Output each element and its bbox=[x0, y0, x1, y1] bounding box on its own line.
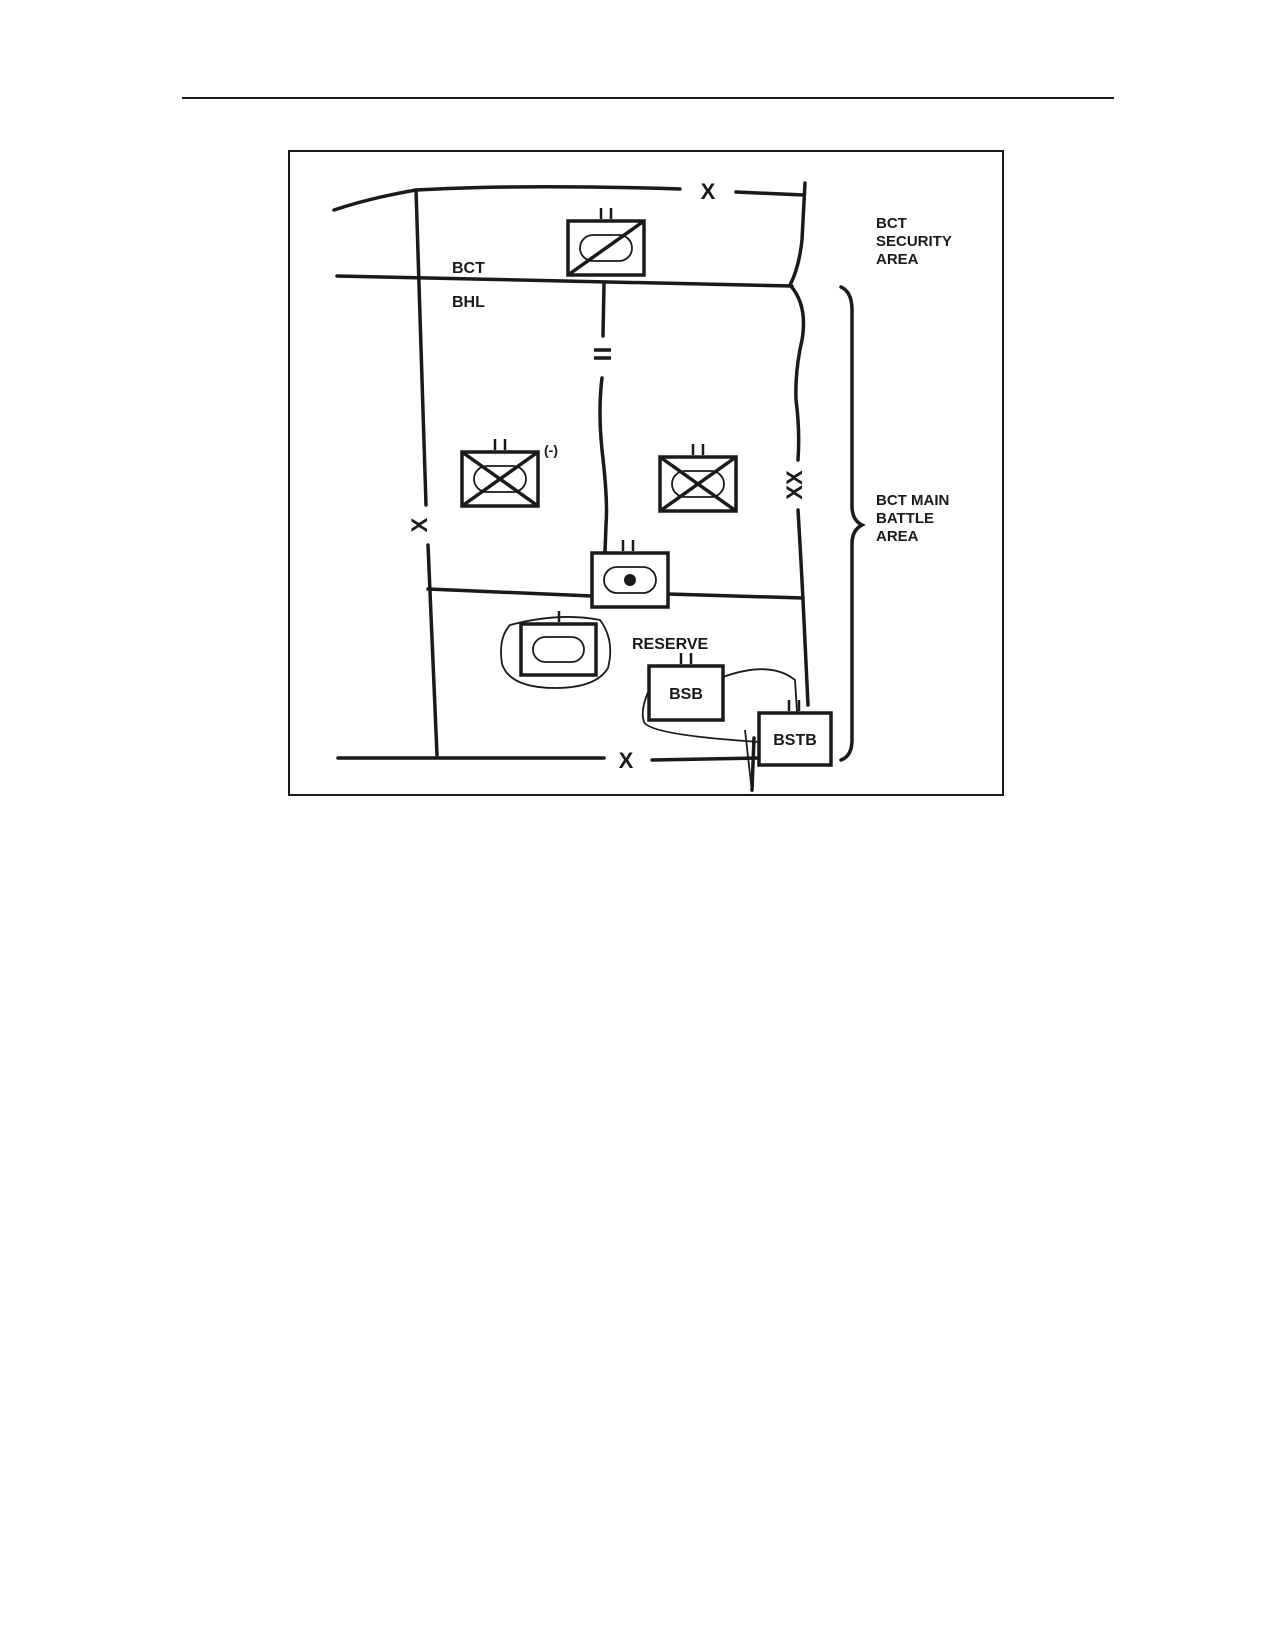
division-boundary-label: XX bbox=[782, 470, 807, 500]
bottom-boundary-tick bbox=[750, 736, 756, 792]
right-mech-battalion-symbol bbox=[658, 444, 738, 513]
top-boundary-line-right bbox=[734, 190, 806, 197]
left-boundary-label: X bbox=[407, 517, 432, 532]
middle-line-left bbox=[426, 587, 594, 598]
svg-text:SECURITY: SECURITY bbox=[876, 233, 952, 250]
bottom-boundary-slash bbox=[744, 729, 753, 793]
battalion-boundary-lower bbox=[598, 376, 609, 554]
bottom-boundary-label: X bbox=[619, 748, 634, 773]
bottom-boundary-line-right bbox=[650, 756, 762, 762]
svg-text:BCT MAIN: BCT MAIN bbox=[876, 492, 949, 509]
reserve-company-symbol bbox=[500, 611, 612, 689]
main-battle-area-brace bbox=[839, 285, 866, 762]
svg-text:BATTLE: BATTLE bbox=[876, 510, 934, 527]
top-boundary-label: X bbox=[701, 179, 716, 204]
armor-battalion-symbol bbox=[590, 540, 670, 609]
left-boundary-line-lower bbox=[426, 543, 439, 757]
figure-frame bbox=[288, 150, 1004, 796]
header-rule bbox=[182, 97, 1114, 99]
battalion-boundary-label bbox=[594, 348, 611, 360]
left-boundary-line bbox=[414, 188, 428, 507]
middle-line-right bbox=[666, 592, 805, 600]
bhl-label: BHL bbox=[452, 294, 485, 311]
bsb-label: BSB bbox=[669, 686, 703, 703]
bstb-label: BSTB bbox=[773, 732, 817, 749]
security-area-label: BCT SECURITY AREA bbox=[876, 215, 952, 268]
svg-text:AREA: AREA bbox=[876, 528, 919, 545]
reserve-label: RESERVE bbox=[632, 636, 709, 653]
top-boundary-line bbox=[332, 184, 682, 212]
reduced-label: (-) bbox=[544, 442, 558, 458]
bsb-symbol bbox=[641, 653, 798, 743]
left-mech-battalion-symbol bbox=[460, 439, 540, 508]
division-boundary-line-lower bbox=[796, 508, 810, 707]
bstb-symbol bbox=[757, 700, 833, 767]
cavalry-squadron-symbol bbox=[566, 208, 646, 277]
division-boundary-line bbox=[787, 181, 807, 462]
battalion-boundary-upper bbox=[601, 282, 606, 338]
bct-label: BCT bbox=[452, 260, 485, 277]
main-battle-area-label: BCT MAIN BATTLE AREA bbox=[876, 492, 949, 545]
svg-text:AREA: AREA bbox=[876, 251, 919, 268]
svg-text:BCT: BCT bbox=[876, 215, 907, 232]
bhl-line bbox=[335, 274, 794, 288]
